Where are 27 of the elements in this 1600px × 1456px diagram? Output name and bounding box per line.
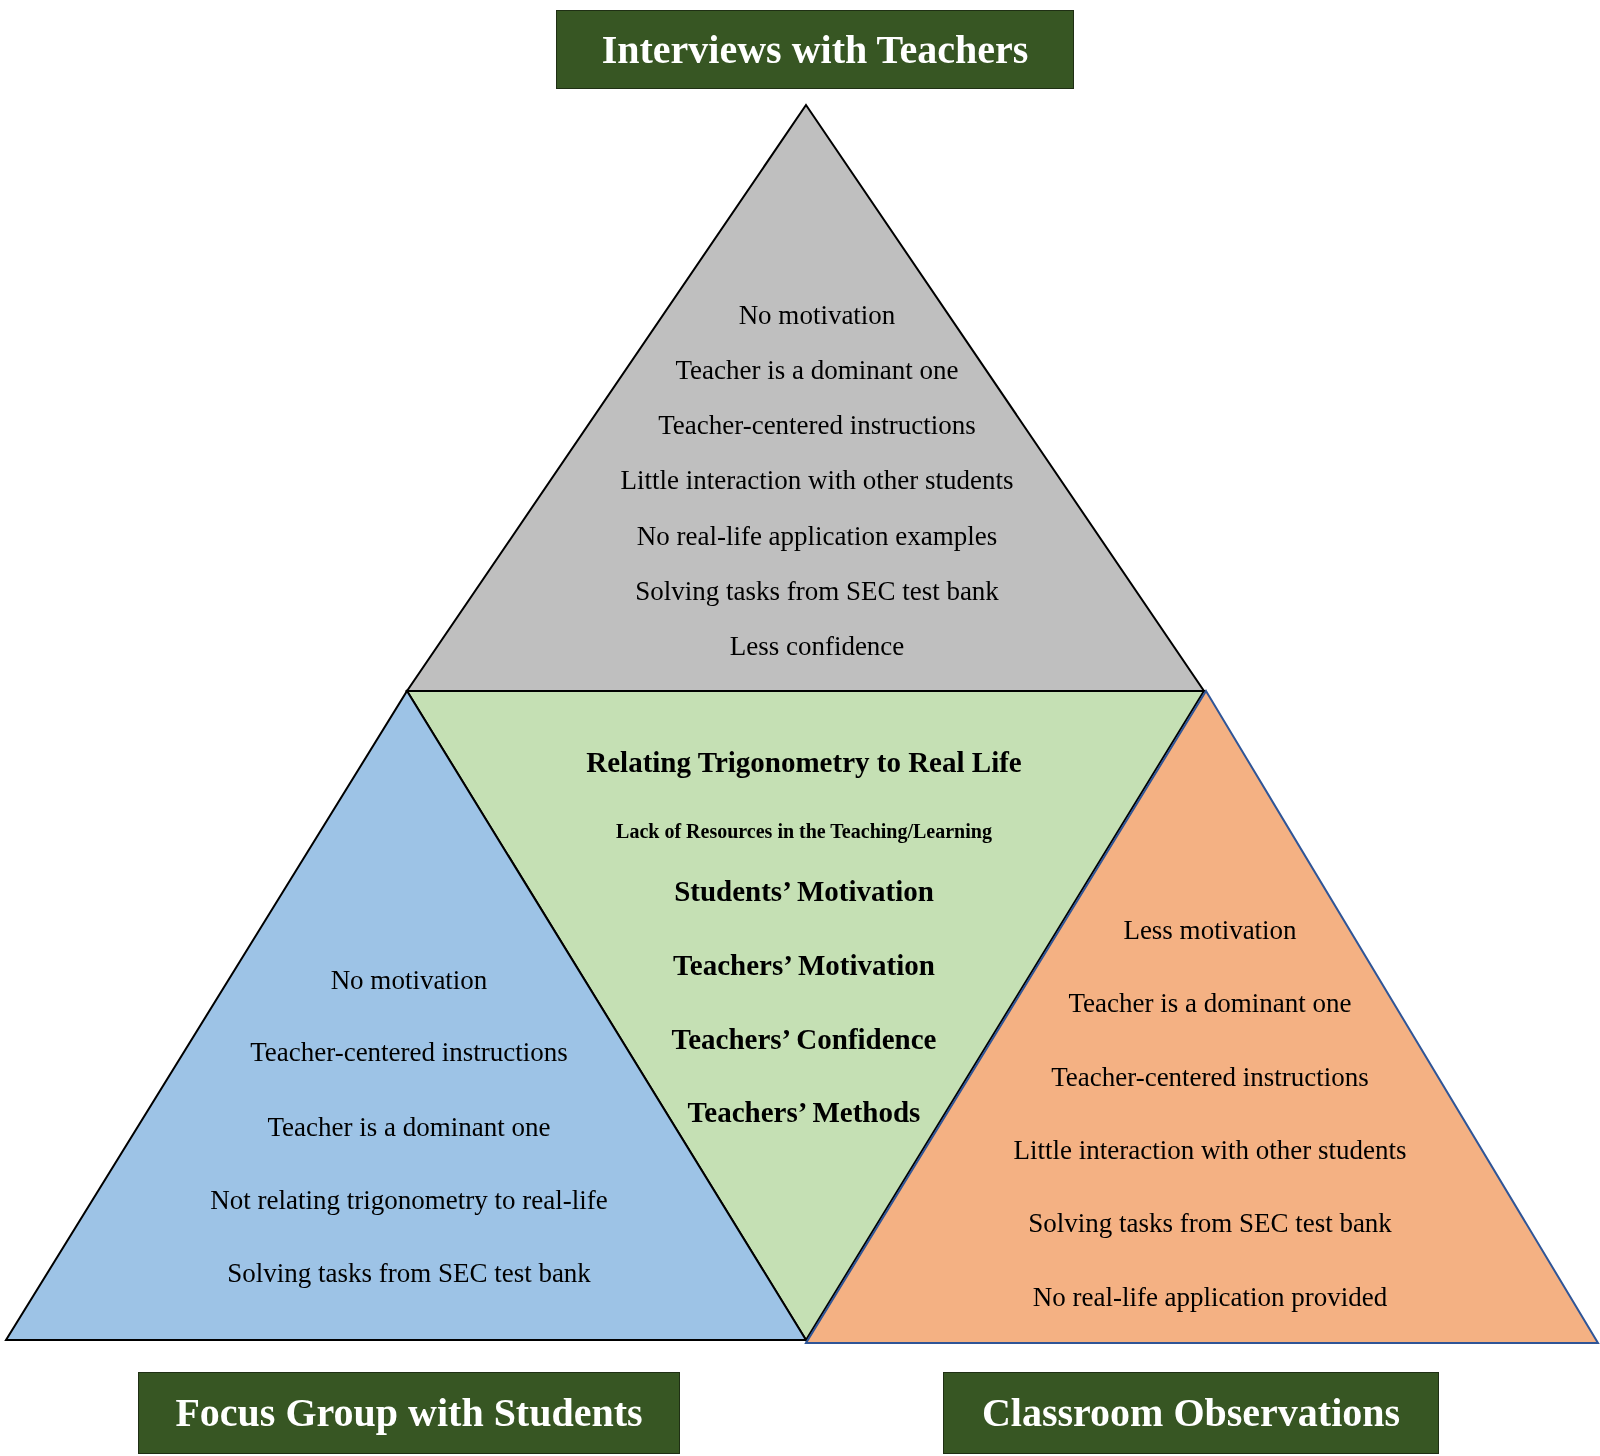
theme-label: Relating Trigonometry to Real Life [586,747,1022,777]
finding-text: Teacher-centered instructions [658,411,976,439]
finding-text: Solving tasks from SEC test bank [227,1259,591,1287]
finding-text: Teacher is a dominant one [267,1113,551,1141]
title-box: Classroom Observations [943,1372,1439,1454]
finding-text: Teacher is a dominant one [1068,989,1352,1017]
title-box: Focus Group with Students [138,1372,680,1454]
finding-text: Little interaction with other students [1013,1136,1407,1164]
finding-text: No real-life application provided [1032,1283,1388,1311]
finding-text: No motivation [738,301,896,329]
theme-label: Students’ Motivation [674,876,934,906]
finding-text: No real-life application examples [636,522,998,550]
theme-label: Lack of Resources in the Teaching/Learning [616,821,992,841]
finding-text: Little interaction with other students [620,466,1014,494]
finding-text: Solving tasks from SEC test bank [635,577,999,605]
finding-text: Less motivation [1123,916,1297,944]
theme-label: Teachers’ Confidence [671,1024,937,1054]
finding-text: Solving tasks from SEC test bank [1028,1209,1392,1237]
finding-text: Teacher-centered instructions [250,1038,568,1066]
theme-label: Teachers’ Motivation [673,950,935,980]
theme-label: Teachers’ Methods [687,1097,921,1127]
title-box: Interviews with Teachers [556,10,1074,89]
finding-text: No motivation [330,966,488,994]
finding-text: Teacher-centered instructions [1051,1063,1369,1091]
finding-text: Less confidence [729,632,905,660]
finding-text: Teacher is a dominant one [675,356,959,384]
finding-text: Not relating trigonometry to real-life [210,1186,608,1214]
